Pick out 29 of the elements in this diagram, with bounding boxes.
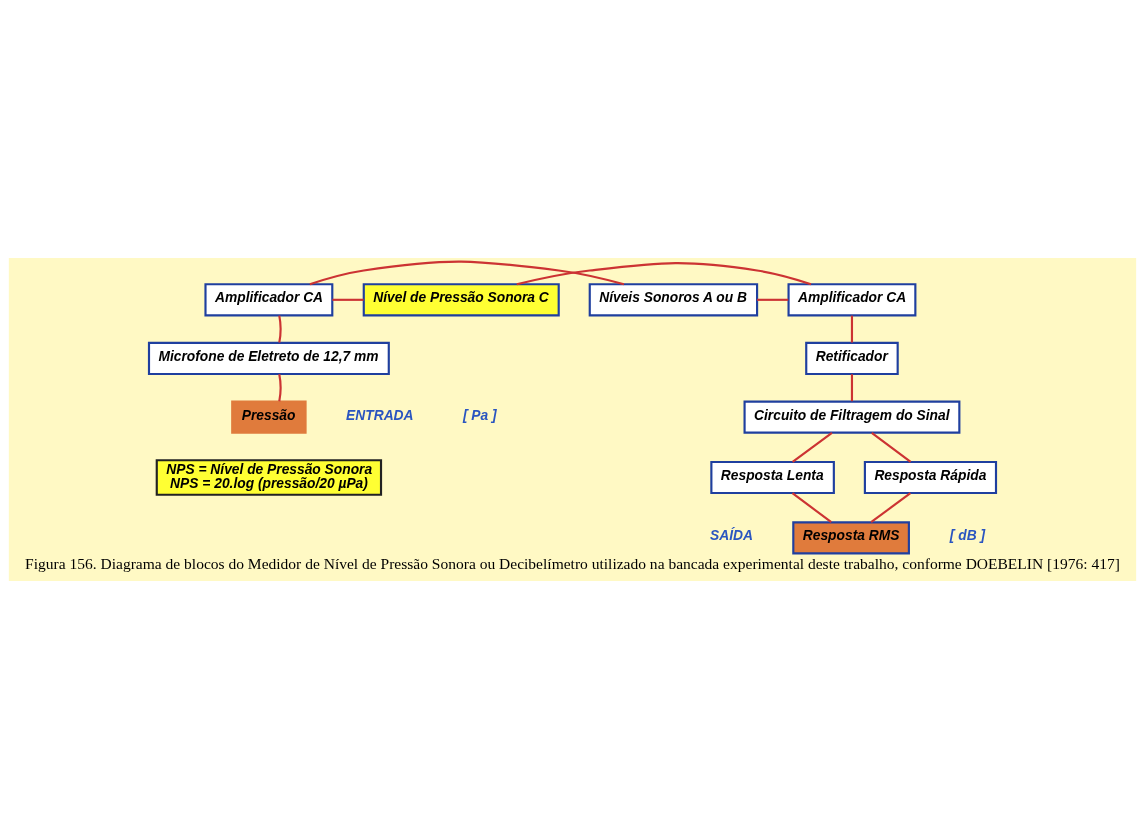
connector [278,374,282,402]
connector [792,431,833,463]
node-box: Resposta Rápida [863,460,998,495]
node-box: Nível de Pressão Sonora C [362,283,560,317]
node-label: SAÍDA [710,528,754,544]
connector [332,298,364,301]
node-box: Circuito de Filtragem do Sinal [743,400,961,434]
caption: Figura 156. Diagrama de blocos do Medidor de Nível de Pressão Sonora ou Decibelímetro utilizado na bancada experimental deste trabalho, conforme DOEBELIN [1976: 417] [25,555,1120,573]
node-box: Pressão [231,400,307,434]
connector [850,315,854,343]
node-box: Retificador [805,341,899,376]
connector [871,431,912,463]
node-box: Resposta Lenta [710,460,835,495]
connector [870,492,912,524]
connector [516,262,812,286]
node-box: Amplificador CA [204,283,334,317]
connector [309,260,625,286]
node-box: NPS = Nível de Pressão Sonora NPS = 20.log (pressão/20 µPa) [155,459,383,496]
connector [850,374,854,402]
connector [278,315,282,343]
connector [757,298,789,301]
node-label: ENTRADA [346,407,414,423]
connector [791,492,832,524]
node-box: Amplificador CA [787,283,917,317]
node-box: Resposta RMS [792,521,910,555]
node-box: Microfone de Eletreto de 12,7 mm [147,341,390,376]
node-label: [ dB ] [949,528,986,544]
node-box: Níveis Sonoros A ou B [588,283,759,317]
node-label: [ Pa ] [462,407,497,423]
